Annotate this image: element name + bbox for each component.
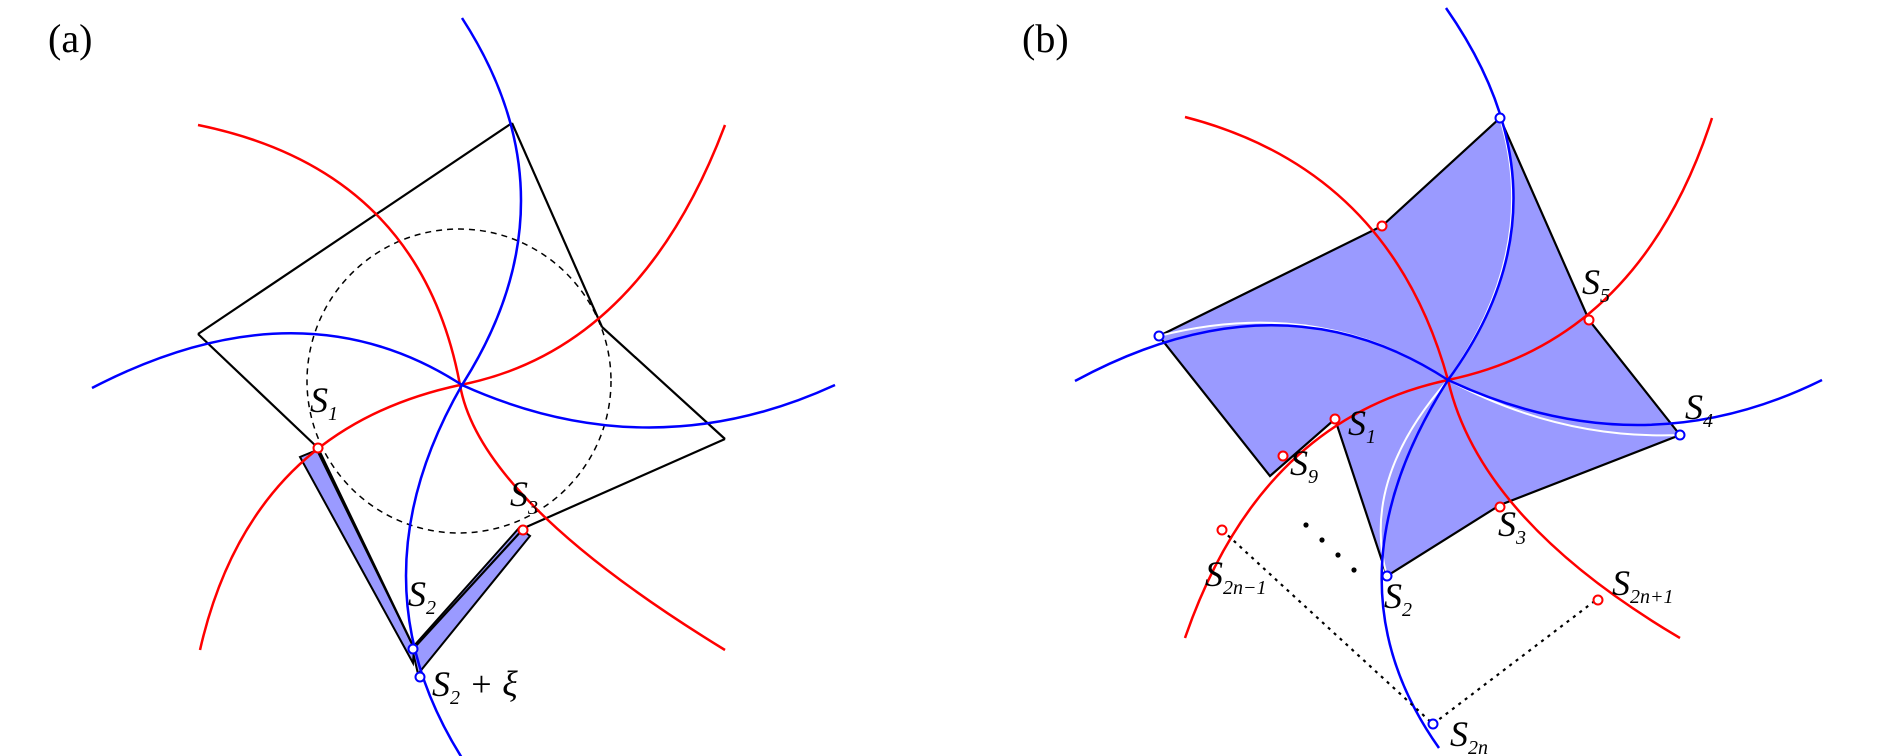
point-s9-b <box>1277 450 1289 462</box>
point-s2n-b <box>1427 718 1439 730</box>
point-upper-red <box>1376 220 1388 232</box>
point-top-blue <box>1494 112 1506 124</box>
label-s2-a: S2 <box>408 574 436 619</box>
point-s4-b <box>1674 429 1686 441</box>
label-s2n-b: S2n <box>1450 714 1488 756</box>
label-s2-b: S2 <box>1384 576 1412 621</box>
label-s2n-minus-1-b: S2n−1 <box>1205 554 1267 599</box>
panel-b-label: (b) <box>1022 16 1069 61</box>
polygon-edges <box>197 122 726 649</box>
point-s3-a <box>517 524 529 536</box>
point-s3-b <box>1494 501 1506 513</box>
shaded-star-polygon <box>1157 116 1682 578</box>
label-s2n-plus-1-b: S2n+1 <box>1612 563 1674 608</box>
label-s5-b: S5 <box>1582 262 1610 307</box>
point-s2n-plus-1-b <box>1592 594 1604 606</box>
label-s1-b: S1 <box>1348 403 1376 448</box>
dotted-lines <box>1221 529 1597 725</box>
blue-arcs-b <box>1074 7 1823 749</box>
label-s3-b: S3 <box>1498 504 1526 549</box>
shaded-sliver-left <box>298 448 416 667</box>
ellipsis-dots <box>1303 522 1357 573</box>
label-s1-a: S1 <box>310 380 338 425</box>
panel-b: (b) <box>1022 7 1823 756</box>
label-s4-b: S4 <box>1685 387 1713 432</box>
point-s2-a <box>407 643 419 655</box>
label-s3-a: S3 <box>510 474 538 519</box>
point-s2xi-a <box>414 671 426 683</box>
point-s1-b <box>1329 413 1341 425</box>
label-s2xi-a: S2 + ξ <box>432 664 518 709</box>
point-left-blue <box>1153 330 1165 342</box>
blue-arcs <box>91 17 836 756</box>
point-s1-a <box>312 442 324 454</box>
panel-a: (a) <box>48 16 836 756</box>
point-s2-b <box>1381 570 1393 582</box>
panel-a-label: (a) <box>48 16 92 61</box>
point-s5-b <box>1583 314 1595 326</box>
vertices-b <box>1153 112 1686 730</box>
point-s2n-minus-1-b <box>1216 524 1228 536</box>
dashed-circle <box>306 228 612 534</box>
label-s9-b: S9 <box>1290 443 1318 488</box>
vertices-a <box>312 442 529 683</box>
